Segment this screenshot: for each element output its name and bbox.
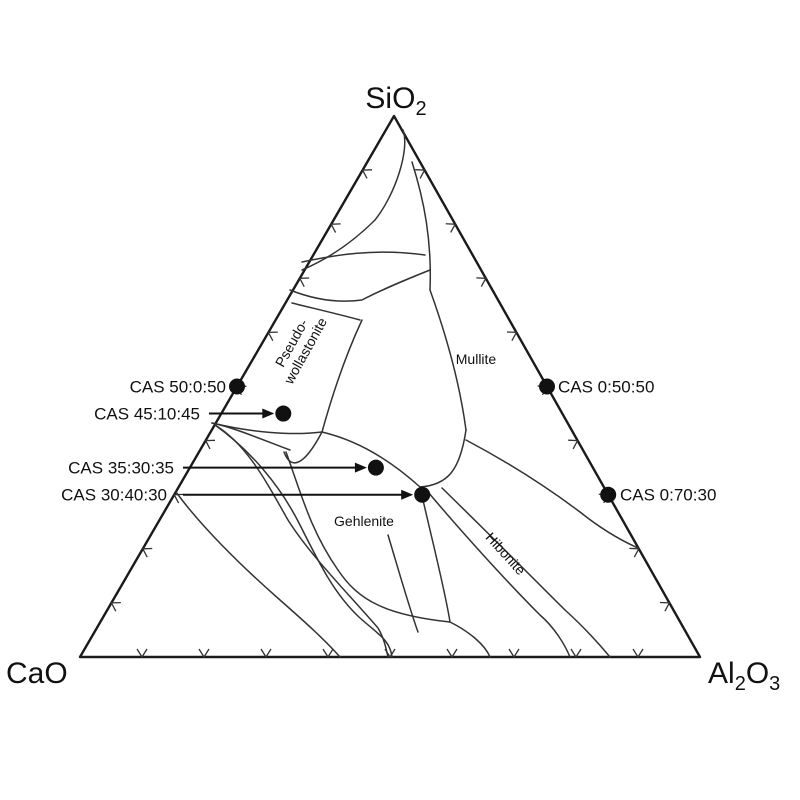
boundary-hibonite-right bbox=[441, 487, 611, 658]
tick-left-8 bbox=[330, 223, 341, 233]
tick-right-8 bbox=[629, 547, 640, 558]
tick-right-4 bbox=[506, 331, 518, 342]
tick-bottom-2 bbox=[198, 648, 210, 659]
tick-left-9 bbox=[361, 169, 373, 179]
boundary-liquidus-upper bbox=[289, 269, 431, 302]
composition-point-5 bbox=[600, 486, 617, 503]
tick-left-7 bbox=[298, 277, 310, 287]
tick-right-2 bbox=[445, 223, 457, 233]
tick-left-1 bbox=[110, 601, 121, 612]
boundary-gehlenite-upper bbox=[211, 422, 291, 451]
arrowhead-3 bbox=[401, 489, 414, 500]
tick-bottom-3 bbox=[260, 648, 272, 659]
tick-right-9 bbox=[659, 601, 671, 612]
tick-bottom-9 bbox=[632, 648, 644, 659]
boundary-gehlenite-right bbox=[419, 486, 451, 623]
tick-bottom-7 bbox=[508, 648, 520, 659]
tick-bottom-8 bbox=[570, 648, 582, 659]
composition-point-3 bbox=[414, 486, 431, 503]
composition-point-2 bbox=[367, 459, 384, 476]
composition-label-4: CAS 0:50:50 bbox=[558, 378, 654, 397]
composition-point-0 bbox=[229, 378, 245, 395]
boundary-upper-right bbox=[411, 161, 432, 291]
composition-label-1: CAS 45:10:45 bbox=[94, 405, 200, 424]
composition-point-1 bbox=[275, 405, 292, 422]
tick-right-3 bbox=[476, 277, 487, 287]
mullite-label: Mullite bbox=[456, 351, 497, 367]
vertex-sio2: SiO2 bbox=[365, 82, 426, 120]
boundary-lower-curve bbox=[214, 424, 389, 658]
hibonite-label: Hibonite bbox=[483, 529, 529, 578]
tick-right-6 bbox=[568, 439, 579, 450]
boundary-pseudo-top bbox=[291, 302, 361, 321]
gehlenite-label: Gehlenite bbox=[334, 513, 394, 529]
tick-bottom-6 bbox=[446, 648, 458, 659]
vertex-cao: CaO bbox=[6, 657, 68, 690]
arrowhead-1 bbox=[262, 408, 275, 419]
tick-left-4 bbox=[204, 439, 216, 450]
boundary-top-band bbox=[301, 251, 426, 263]
boundary-mid-lower bbox=[387, 534, 419, 633]
composition-label-3: CAS 30:40:30 bbox=[61, 486, 167, 505]
boundary-far-right bbox=[579, 511, 639, 549]
composition-label-0: CAS 50:0:50 bbox=[130, 378, 226, 397]
boundary-pseudo-right bbox=[321, 319, 363, 433]
boundary-hibonite-left bbox=[427, 491, 571, 658]
tick-left-6 bbox=[267, 331, 278, 342]
phase-boundaries bbox=[175, 129, 639, 658]
boundary-gehlenite-inner bbox=[283, 431, 323, 464]
boundary-mullite-bottom bbox=[419, 429, 467, 488]
boundary-gehlenite-left bbox=[285, 451, 451, 623]
tick-bottom-4 bbox=[322, 648, 334, 659]
composition-point-4 bbox=[539, 378, 555, 395]
arrowhead-2 bbox=[354, 462, 367, 473]
boundary-cao-field bbox=[175, 491, 341, 658]
tick-left-3 bbox=[173, 493, 184, 504]
tick-bottom-1 bbox=[136, 648, 148, 659]
tick-right-1 bbox=[415, 169, 426, 179]
boundary-mullite-left bbox=[429, 289, 467, 431]
boundary-al-field bbox=[449, 621, 491, 658]
boundary-mullite-right bbox=[465, 439, 581, 513]
composition-label-5: CAS 0:70:30 bbox=[620, 486, 716, 505]
tick-left-2 bbox=[141, 547, 153, 558]
composition-label-2: CAS 35:30:35 bbox=[68, 459, 174, 478]
vertex-al2o3: Al2O3 bbox=[708, 657, 780, 695]
